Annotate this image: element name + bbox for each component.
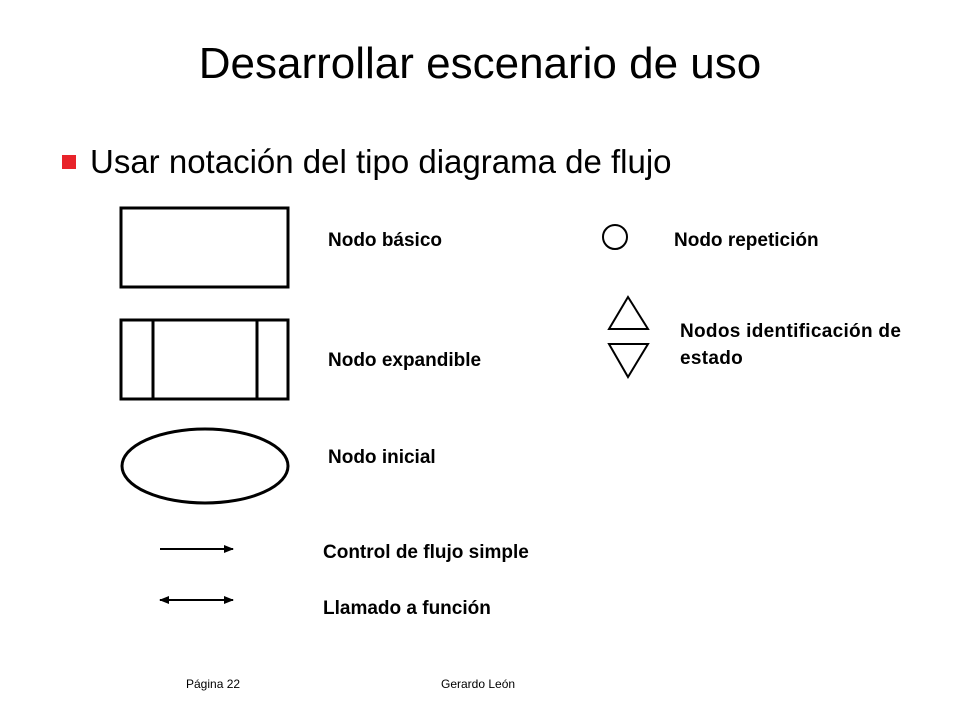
footer-author: Gerardo León	[441, 677, 516, 691]
label-nodo-expandible: Nodo expandible	[328, 350, 482, 371]
label-nodo-repeticion: Nodo repetición	[674, 230, 819, 251]
label-control-flujo: Control de flujo simple	[323, 542, 529, 563]
state-down-triangle-shape	[607, 343, 650, 379]
initial-node-shape	[120, 427, 290, 505]
bullet-marker	[62, 155, 76, 169]
repetition-node-shape	[602, 224, 628, 250]
bullet-text: Usar notación del tipo diagrama de flujo	[90, 143, 672, 180]
basic-node-shape	[119, 206, 290, 289]
slide-title: Desarrollar escenario de uso	[198, 39, 762, 88]
label-llamado-funcion: Llamado a función	[323, 598, 491, 619]
label-nodo-inicial: Nodo inicial	[328, 447, 436, 468]
label-nodo-basico: Nodo básico	[328, 230, 443, 251]
expandable-node-shape	[119, 318, 290, 401]
footer-page-number: Página 22	[186, 677, 241, 691]
label-nodos-identificacion: Nodos identificación de estado	[680, 321, 902, 369]
state-up-triangle-shape	[607, 295, 650, 330]
